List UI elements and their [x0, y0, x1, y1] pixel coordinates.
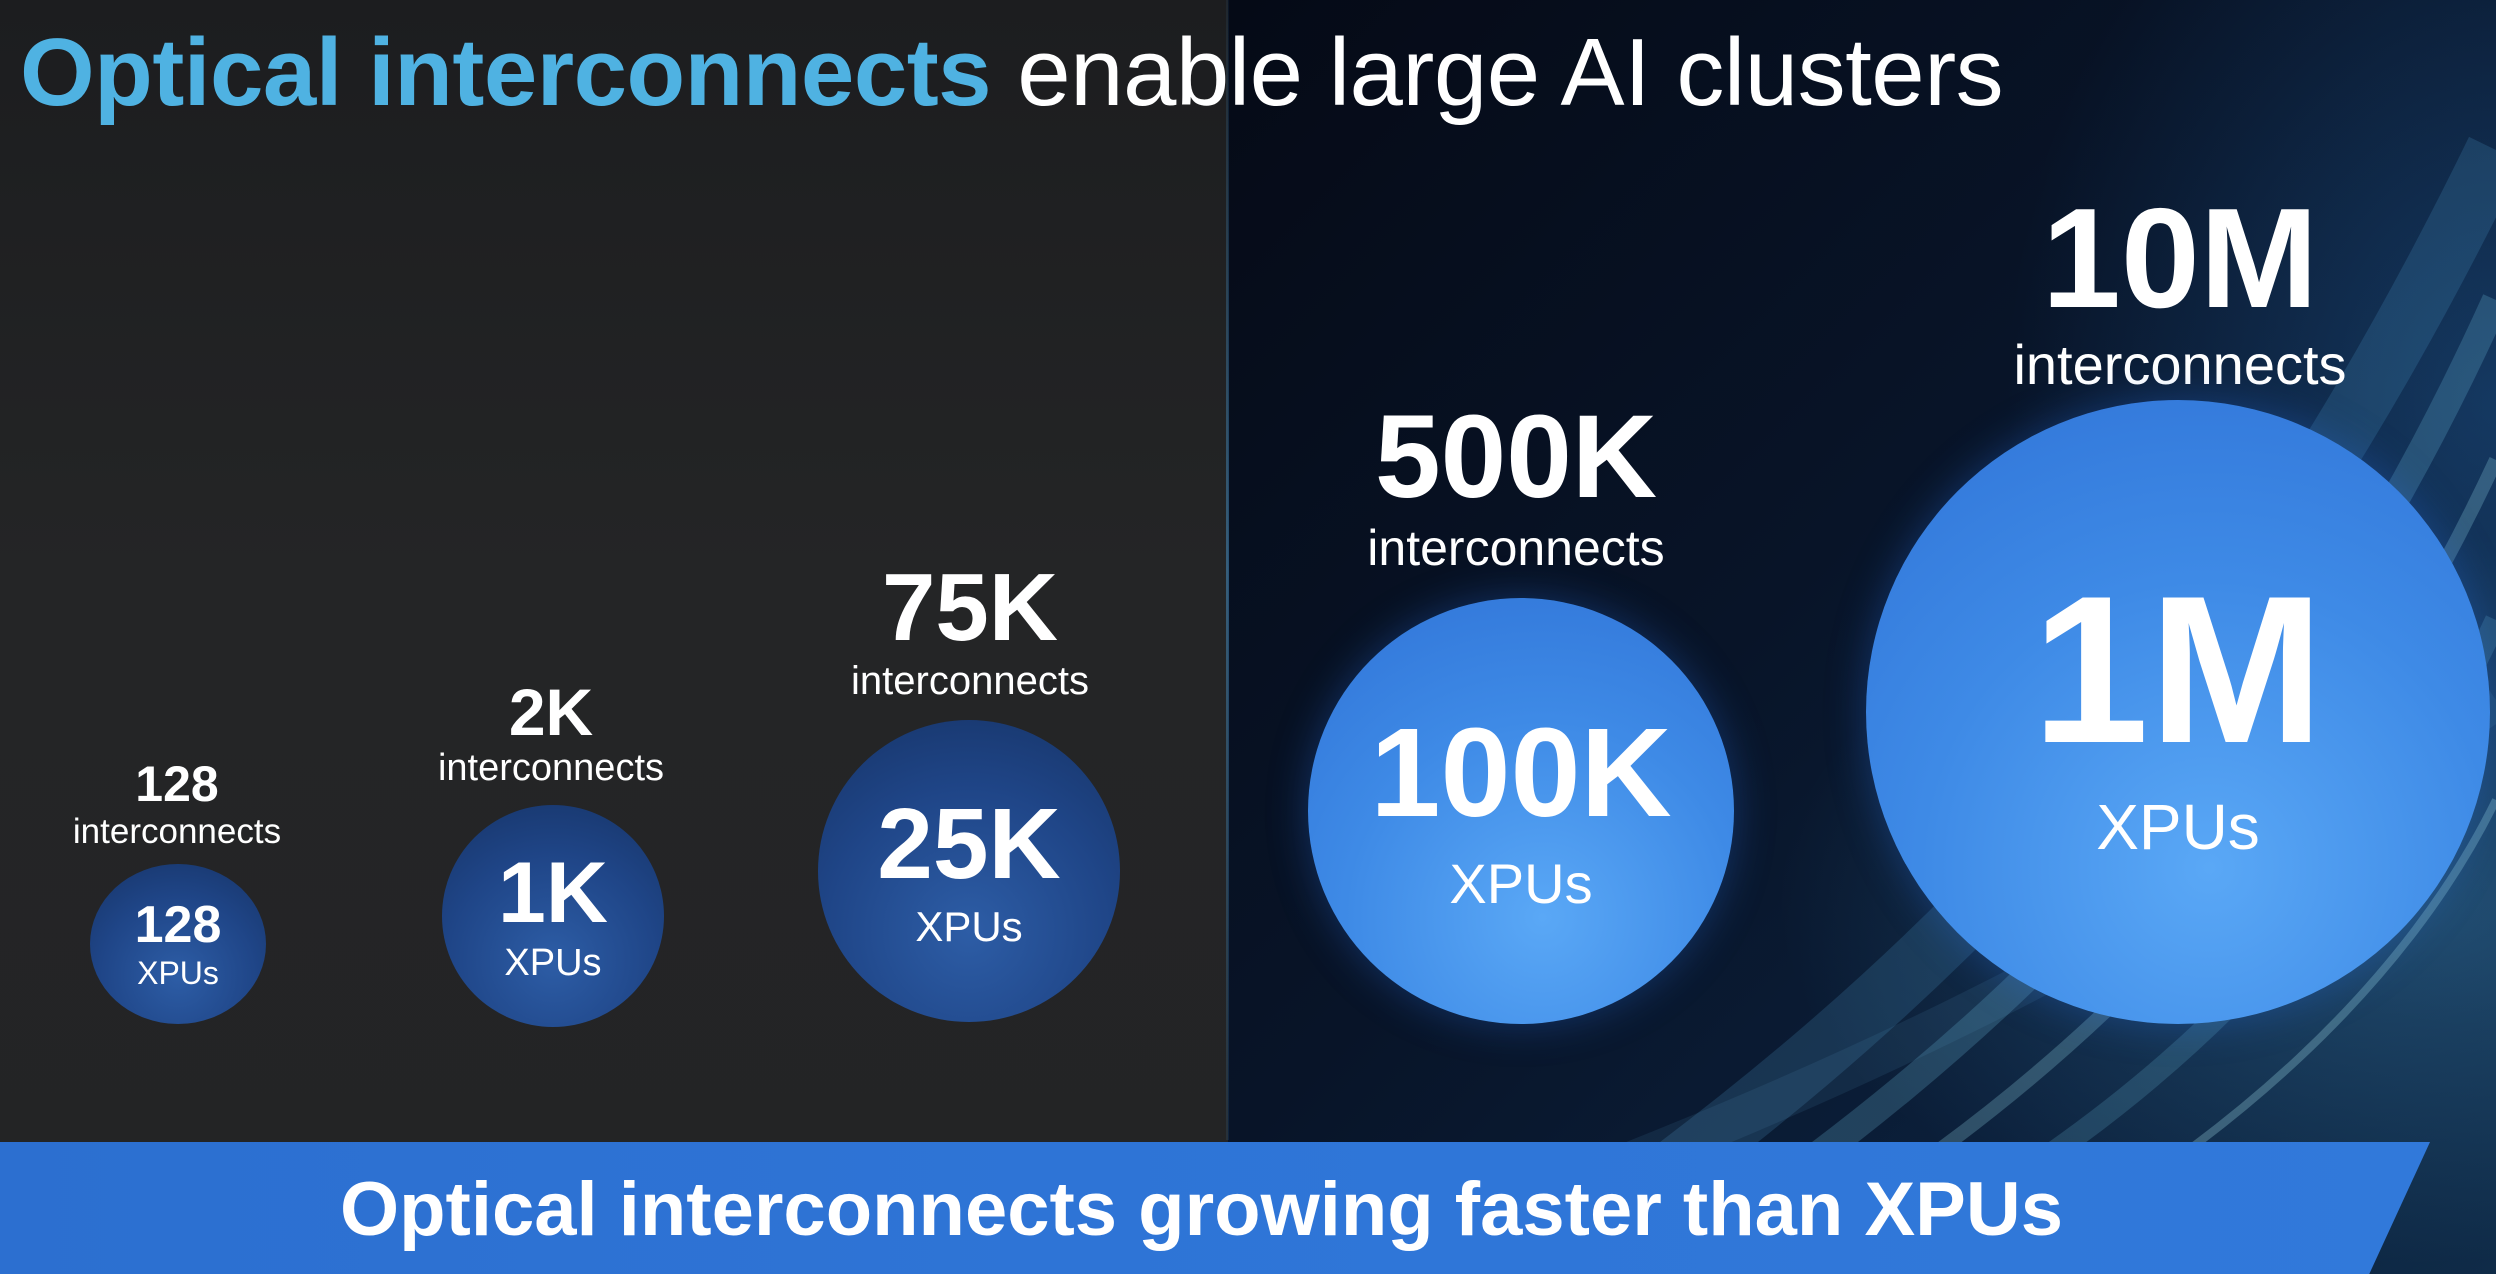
xpus-label: XPUs: [915, 903, 1023, 950]
tier-75k-interconnects: 75K interconnects: [810, 560, 1130, 706]
interconnects-label: interconnects: [851, 659, 1089, 703]
xpus-value: 1M: [2032, 552, 2324, 787]
xpus-value: 100K: [1370, 702, 1672, 843]
interconnects-value: 2K: [508, 675, 594, 749]
title-rest: enable large AI clusters: [1017, 19, 2004, 126]
interconnects-value: 10M: [2041, 179, 2319, 338]
interconnects-value: 128: [135, 756, 219, 812]
interconnects-label: interconnects: [2013, 333, 2347, 396]
xpus-label: XPUs: [504, 942, 602, 984]
left-background-panel: [0, 0, 1228, 1274]
xpus-label: XPUs: [1449, 852, 1593, 915]
tier-1m-xpus-circle: 1M XPUs: [1866, 400, 2490, 1024]
tier-1k-xpus-circle: 1K XPUs: [442, 805, 664, 1027]
tier-100k-xpus-circle: 100K XPUs: [1308, 598, 1734, 1024]
bottom-banner: Optical interconnects growing faster tha…: [0, 1142, 2430, 1274]
xpus-value: 128: [134, 896, 222, 954]
interconnects-label: interconnects: [437, 747, 664, 789]
title-accent: Optical interconnects: [20, 19, 992, 126]
tier-10m-interconnects: 10M interconnects: [1960, 188, 2400, 400]
interconnects-value: 500K: [1374, 391, 1658, 523]
xpus-value: 25K: [877, 788, 1061, 900]
tier-25k-xpus-circle: 25K XPUs: [818, 720, 1120, 1022]
tier-128-xpus-circle: 128 XPUs: [90, 864, 266, 1024]
page-title: Optical interconnects enable large AI cl…: [20, 18, 2004, 128]
xpus-label: XPUs: [137, 955, 219, 991]
xpus-label: XPUs: [2096, 791, 2260, 863]
interconnects-label: interconnects: [72, 812, 282, 851]
panel-divider: [1226, 0, 1229, 1140]
xpus-value: 1K: [498, 845, 608, 941]
tier-128-interconnects: 128 interconnects: [42, 756, 312, 852]
interconnects-label: interconnects: [1367, 520, 1665, 576]
tier-500k-interconnects: 500K interconnects: [1326, 398, 1706, 580]
tier-2k-interconnects: 2K interconnects: [416, 678, 686, 790]
banner-text: Optical interconnects growing faster tha…: [340, 1167, 2063, 1252]
interconnects-value: 75K: [881, 554, 1059, 661]
